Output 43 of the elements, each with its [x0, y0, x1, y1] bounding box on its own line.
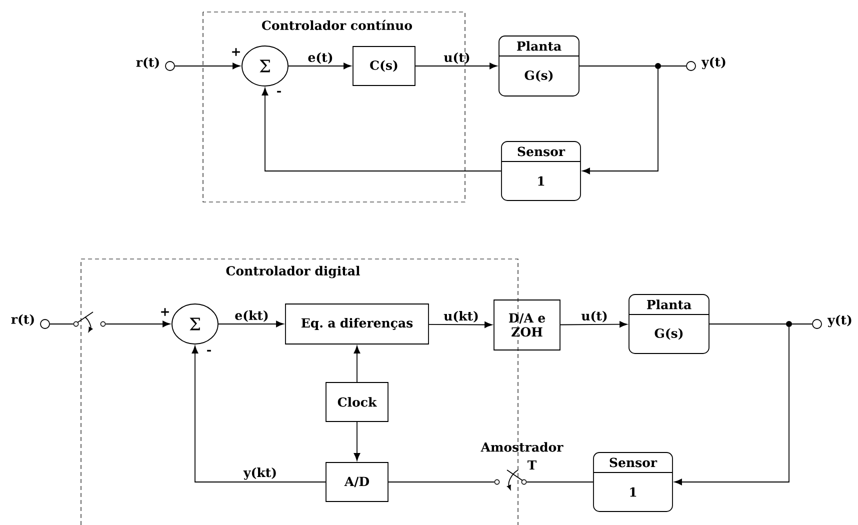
block-box: Planta G(s) [498, 36, 580, 96]
signal-label: e(kt) [235, 310, 268, 322]
signal-label: T [528, 460, 537, 470]
signal-label: u(t) [444, 52, 470, 64]
arrow [262, 88, 502, 172]
arrow [415, 62, 498, 70]
signal-label: u(kt) [444, 310, 478, 322]
group-heading: Controlador digital [226, 266, 360, 278]
sign-label: - [277, 90, 281, 93]
group-heading: Controlador contínuo [262, 20, 412, 30]
block-box: Sensor 1 [593, 452, 673, 512]
summing-junction: Σ [172, 304, 218, 344]
signal-label: y(t) [701, 56, 726, 70]
arrow [174, 62, 240, 70]
arrow [218, 320, 284, 328]
arrow [428, 322, 492, 328]
sign-label: + [161, 308, 169, 316]
signal-label: y(kt) [243, 468, 276, 480]
block-box: Sensor 1 [501, 141, 581, 201]
block-box: Clock [326, 382, 388, 422]
block-box: D/A e ZOH [494, 300, 560, 350]
summing-junction: Σ [242, 46, 288, 86]
arrow [674, 326, 790, 486]
block-box: A/D [326, 462, 388, 502]
sign-label: + [232, 48, 240, 56]
arrow [354, 346, 360, 382]
block-box: Planta G(s) [628, 294, 710, 354]
signal-label: Amostrador [480, 442, 564, 452]
block-box: Eq. a diferenças [285, 304, 429, 344]
signal-label: u(t) [581, 310, 607, 322]
signal-label: y(t) [827, 314, 852, 328]
arrow [105, 320, 170, 328]
signal-label: e(t) [308, 52, 332, 64]
arrow [560, 321, 628, 328]
sign-label: - [207, 350, 211, 352]
arrow [192, 346, 326, 482]
signal-label: r(t) [136, 57, 159, 69]
arrow [582, 68, 658, 174]
block-box: C(s) [352, 46, 416, 86]
signal-label: r(t) [11, 314, 34, 326]
arrow [288, 62, 352, 70]
arrow [354, 422, 360, 461]
switch-symbol [73, 312, 106, 332]
